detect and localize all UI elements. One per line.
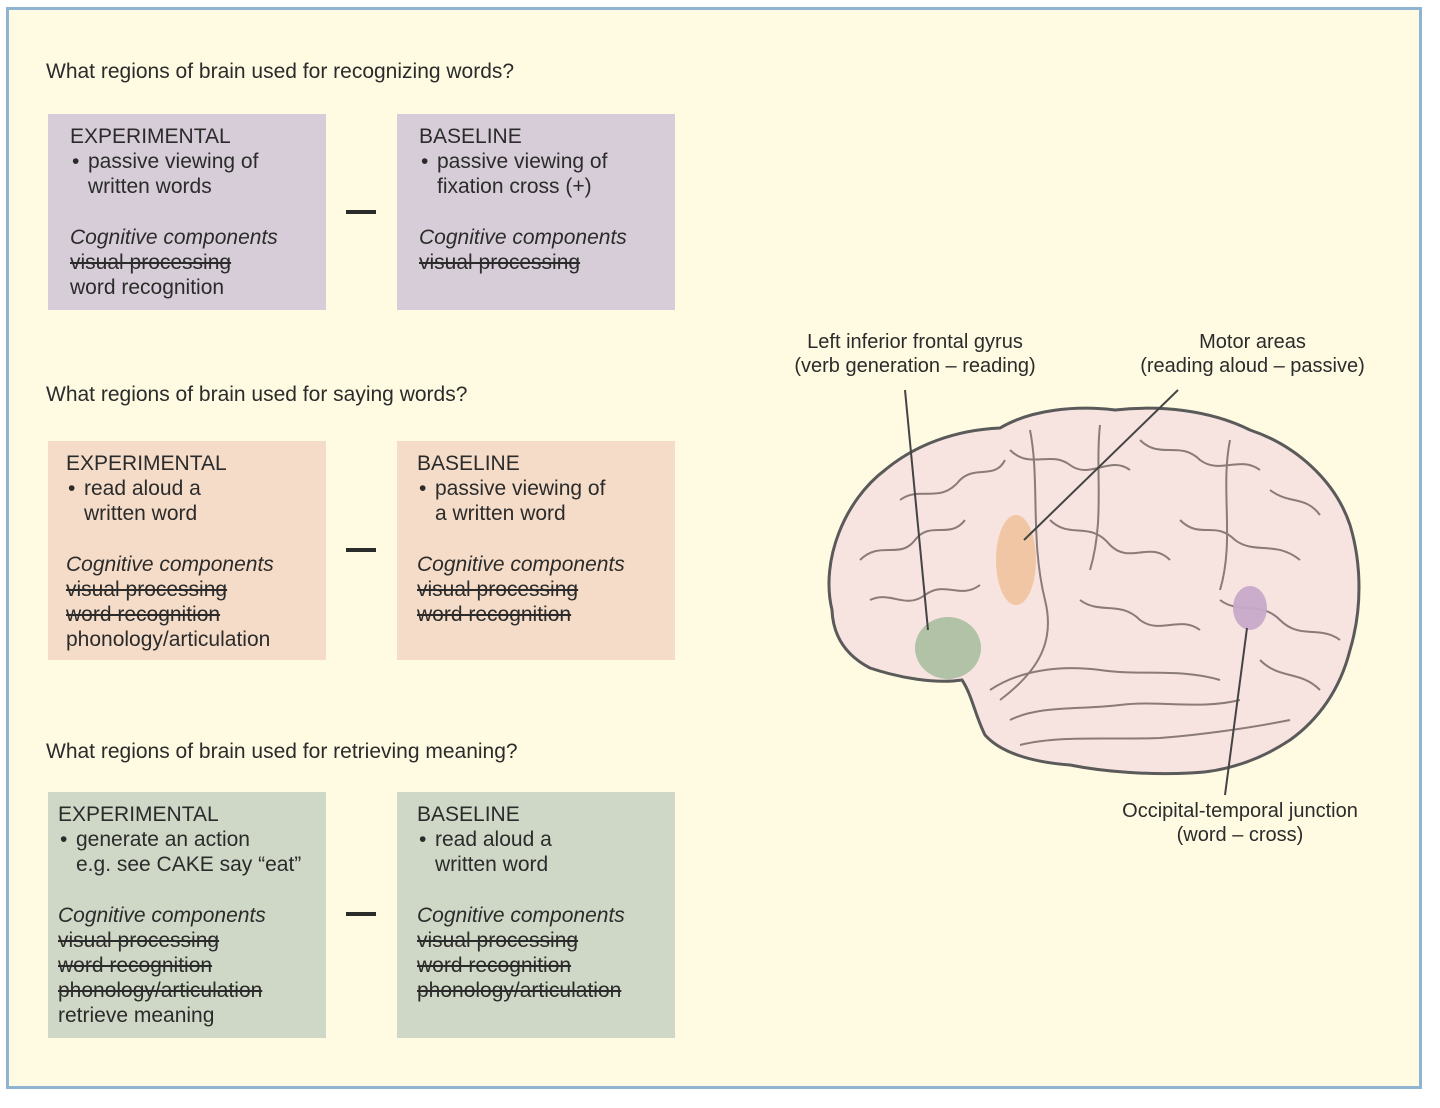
experimental-task: passive viewing of written words bbox=[70, 149, 312, 199]
isolated-component: retrieve meaning bbox=[58, 1004, 215, 1027]
occipital-region bbox=[1233, 586, 1267, 630]
brain-outline bbox=[827, 406, 1361, 776]
struck-component: visual processing bbox=[66, 578, 228, 601]
struck-component: visual processing bbox=[58, 929, 220, 952]
experimental-heading: EXPERIMENTAL bbox=[58, 803, 219, 826]
cognitive-components-heading: Cognitive components bbox=[70, 226, 278, 249]
baseline-box-meaning: BASELINE read aloud a written word Cogni… bbox=[397, 792, 675, 1038]
baseline-task: passive viewing of a written word bbox=[417, 476, 661, 526]
minus-sign bbox=[346, 912, 376, 916]
cognitive-components-heading: Cognitive components bbox=[58, 904, 266, 927]
cognitive-components-heading: Cognitive components bbox=[66, 553, 274, 576]
struck-component: word recognition bbox=[58, 954, 213, 977]
isolated-component: phonology/articulation bbox=[66, 628, 271, 651]
experimental-task: read aloud a written word bbox=[66, 476, 312, 526]
baseline-heading: BASELINE bbox=[419, 125, 522, 148]
minus-sign bbox=[346, 210, 376, 214]
struck-component: phonology/articulation bbox=[58, 979, 263, 1002]
struck-component: word recognition bbox=[417, 954, 572, 977]
occipital-pointer bbox=[1224, 627, 1248, 796]
label-left-inferior-frontal-gyrus: Left inferior frontal gyrus (verb genera… bbox=[794, 331, 1036, 377]
struck-component: phonology/articulation bbox=[417, 979, 622, 1002]
question-saying-words: What regions of brain used for saying wo… bbox=[46, 383, 468, 406]
experimental-box-recognizing: EXPERIMENTAL passive viewing of written … bbox=[48, 114, 326, 310]
struck-component: visual processing bbox=[419, 251, 581, 274]
cognitive-components-heading: Cognitive components bbox=[417, 904, 625, 927]
baseline-task: passive viewing of fixation cross (+) bbox=[419, 149, 661, 199]
motor-pointer bbox=[1023, 389, 1179, 541]
baseline-box-recognizing: BASELINE passive viewing of fixation cro… bbox=[397, 114, 675, 310]
isolated-component: word recognition bbox=[70, 276, 225, 299]
baseline-heading: BASELINE bbox=[417, 803, 520, 826]
baseline-heading: BASELINE bbox=[417, 452, 520, 475]
baseline-box-saying: BASELINE passive viewing of a written wo… bbox=[397, 441, 675, 660]
question-recognizing-words: What regions of brain used for recognizi… bbox=[46, 60, 515, 83]
cognitive-components-heading: Cognitive components bbox=[419, 226, 627, 249]
question-retrieving-meaning: What regions of brain used for retrievin… bbox=[46, 740, 518, 763]
label-occipital-temporal-junction: Occipital-temporal junction (word – cros… bbox=[1122, 800, 1358, 846]
struck-component: word recognition bbox=[66, 603, 221, 626]
experimental-heading: EXPERIMENTAL bbox=[70, 125, 231, 148]
cognitive-components-heading: Cognitive components bbox=[417, 553, 625, 576]
experimental-heading: EXPERIMENTAL bbox=[66, 452, 227, 475]
frontal-region bbox=[915, 617, 981, 679]
struck-component: visual processing bbox=[417, 578, 579, 601]
minus-sign bbox=[346, 548, 376, 552]
experimental-box-saying: EXPERIMENTAL read aloud a written word C… bbox=[48, 441, 326, 660]
frontal-pointer bbox=[904, 389, 929, 631]
experimental-box-meaning: EXPERIMENTAL generate an action e.g. see… bbox=[48, 792, 326, 1038]
label-motor-areas: Motor areas (reading aloud – passive) bbox=[1140, 331, 1365, 377]
struck-component: visual processing bbox=[417, 929, 579, 952]
baseline-task: read aloud a written word bbox=[417, 827, 661, 877]
struck-component: word recognition bbox=[417, 603, 572, 626]
struck-component: visual processing bbox=[70, 251, 232, 274]
motor-region bbox=[996, 515, 1036, 605]
experimental-task: generate an action e.g. see CAKE say “ea… bbox=[58, 827, 312, 877]
